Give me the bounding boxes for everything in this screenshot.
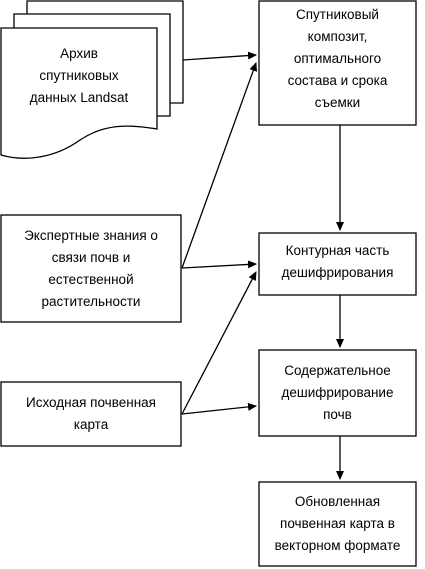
arrow-expert-to-composite (181, 62, 258, 269)
composite-box (258, 0, 417, 126)
archive-document-front (0, 27, 158, 159)
archive-document-stack (0, 0, 184, 159)
arrow-archive-to-composite (182, 51, 257, 61)
arrow-source-map-to-contour (181, 271, 257, 415)
content-box (258, 349, 417, 437)
arrow-expert-to-contour (181, 260, 257, 269)
expert-knowledge-label: Экспертные знания о связи почв и естеств… (24, 227, 158, 309)
arrow-source-map-to-content (181, 402, 257, 415)
expert-knowledge-box (0, 214, 182, 323)
composite-label: Спутниковый композит, оптимального соста… (287, 7, 388, 110)
result-box (258, 481, 417, 567)
contour-label: Контурная часть дешифрирования (281, 243, 394, 280)
result-label: Обновленная почвенная карта в векторном … (274, 494, 401, 553)
archive-label: Архив спутниковых данных Landsat (29, 46, 129, 105)
source-map-label: Исходная почвенная карта (26, 395, 156, 432)
content-label: Содержательное дешифрирование почв (281, 363, 394, 422)
source-map-box (0, 381, 182, 447)
contour-box (258, 232, 417, 296)
